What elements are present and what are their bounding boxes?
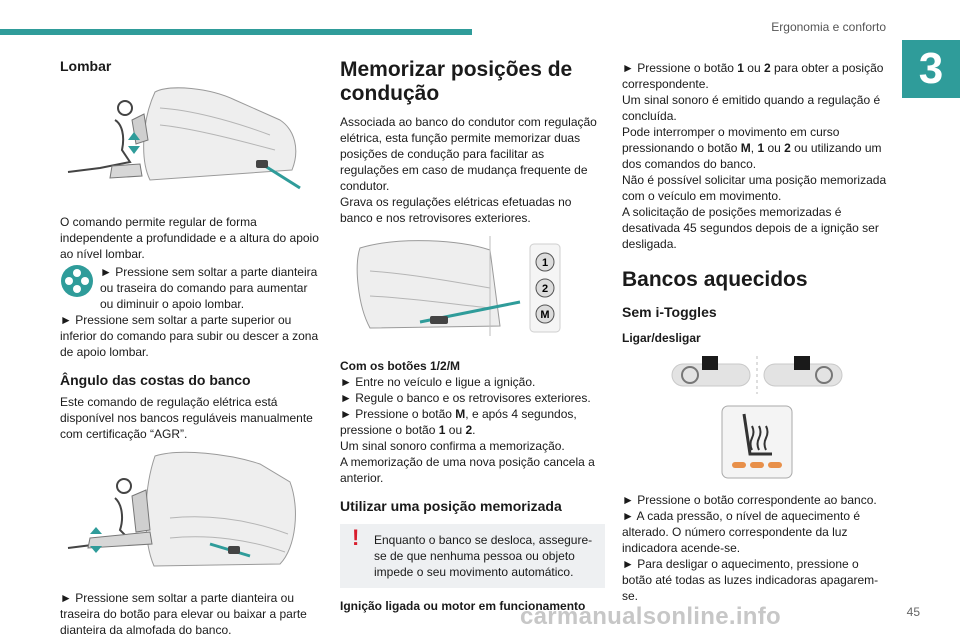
step-2: ► Regule o banco e os retrovisores exter… xyxy=(340,391,591,405)
step-3: ► Pressione o botão M, e após 4 segundos… xyxy=(340,407,577,437)
heat-step-2: ► A cada pressão, o nível de aquecimento… xyxy=(622,509,861,555)
heated-seats-heading: Bancos aquecidos xyxy=(622,268,808,291)
lombar-description: O comando permite regular de forma indep… xyxy=(60,215,319,261)
steering-wheel-left-icon xyxy=(671,356,751,387)
angulo-heading: Ângulo das costas do banco xyxy=(60,372,251,388)
heat-step-3: ► Para desligar o aquecimento, pressione… xyxy=(622,557,879,603)
memory-button-1-label: 1 xyxy=(542,257,548,269)
lombar-bullet-1: ► Pressione sem soltar a parte dianteira… xyxy=(100,265,318,311)
heated-seat-button xyxy=(721,405,793,479)
use-memory-heading: Utilizar uma posição memorizada xyxy=(340,498,562,514)
column-left: Lombar O comando permite regular de form… xyxy=(60,56,320,638)
lumbar-control-icon xyxy=(61,265,93,297)
column-right: ► Pressione o botão 1 ou 2 para obter a … xyxy=(622,56,892,604)
lombar-heading: Lombar xyxy=(60,58,112,74)
lombar-bullet-2: ► Pressione sem soltar a parte superior … xyxy=(60,313,319,359)
steering-wheel-right-icon xyxy=(763,356,843,387)
heat-step-1: ► Pressione o botão correspondente ao ba… xyxy=(622,493,877,507)
header-accent-bar xyxy=(0,29,472,35)
memory-buttons-figure: 1 2 M xyxy=(356,236,561,336)
itoggles-subheading: Sem i-Toggles xyxy=(622,304,717,320)
lombar-bullet-block: ► Pressione sem soltar a parte dianteira… xyxy=(60,264,320,312)
chapter-number: 3 xyxy=(902,40,960,98)
memory-intro-2: Grava os regulações elétricas efetuadas … xyxy=(340,195,572,225)
ignition-subheading: Ignição ligada ou motor em funcionamento xyxy=(340,599,586,613)
heated-seat-controls-figure xyxy=(671,356,843,479)
lumbar-seat-figure xyxy=(67,87,301,190)
cushion-angle-seat-figure xyxy=(67,451,296,567)
column-middle: Memorizar posições de condução Associada… xyxy=(340,56,605,614)
memory-button-1 xyxy=(535,252,555,272)
section-title: Ergonomia e conforto xyxy=(771,20,886,34)
onoff-subheading: Ligar/desligar xyxy=(622,331,701,345)
angulo-bullet: ► Pressione sem soltar a parte dianteira… xyxy=(60,591,307,637)
recall-moving: Não é possível solicitar uma posição mem… xyxy=(622,173,887,203)
warning-text: Enquanto o banco se desloca, assegure-se… xyxy=(374,533,593,579)
memory-button-2-label: 2 xyxy=(542,283,548,295)
memory-intro: Associada ao banco do condutor com regul… xyxy=(340,115,597,193)
step-1: ► Entre no veículo e ligue a ignição. xyxy=(340,375,536,389)
memory-button-2 xyxy=(535,278,555,298)
confirm-text: Um sinal sonoro confirma a memorização. xyxy=(340,439,565,453)
memory-button-m xyxy=(535,304,555,324)
recall-step: ► Pressione o botão 1 ou 2 para obter a … xyxy=(622,61,884,91)
buttons-subheading: Com os botões 1/2/M xyxy=(340,359,461,373)
recall-beep: Um sinal sonoro é emitido quando a regul… xyxy=(622,93,881,123)
watermark: carmanualsonline.info xyxy=(520,603,782,630)
recall-interrupt: Pode interromper o movimento em curso pr… xyxy=(622,125,882,171)
warning-icon: ! xyxy=(352,525,360,550)
memory-button-m-label: M xyxy=(540,309,549,321)
angulo-description: Este comando de regulação elétrica está … xyxy=(60,395,313,441)
recall-timeout: A solicitação de posições memorizadas é … xyxy=(622,205,879,251)
cancel-text: A memorização de uma nova posição cancel… xyxy=(340,455,595,485)
page-number: 45 xyxy=(906,605,920,619)
memory-heading: Memorizar posições de condução xyxy=(340,58,573,105)
warning-box: ! Enquanto o banco se desloca, assegure-… xyxy=(340,524,605,588)
